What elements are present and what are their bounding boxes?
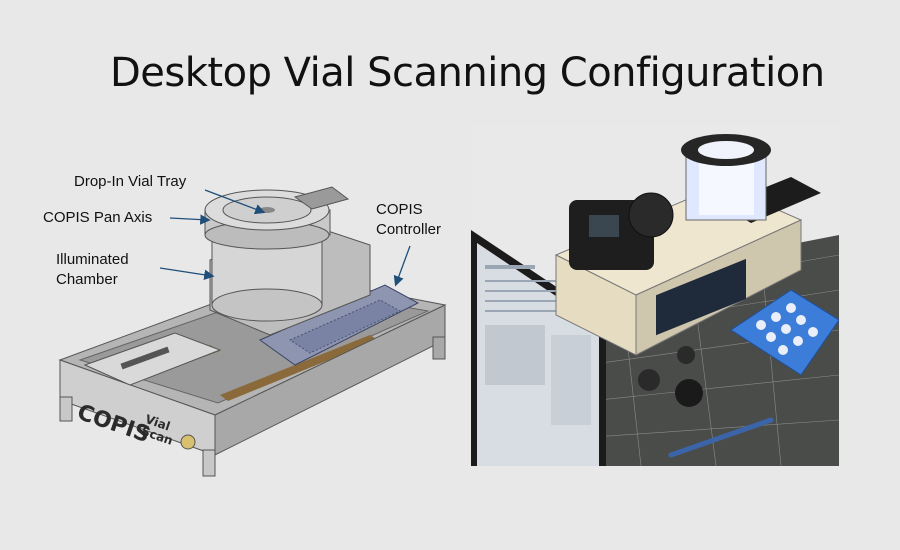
monitor-screen-content bbox=[485, 265, 591, 425]
base-leg bbox=[59, 396, 73, 422]
label-chamber-line2: Chamber bbox=[56, 271, 118, 288]
vial-rack-tubes bbox=[756, 303, 818, 355]
lens-cap bbox=[675, 379, 703, 407]
chamber-bottom bbox=[211, 288, 323, 322]
label-pan-axis: COPIS Pan Axis bbox=[43, 209, 153, 226]
wood-strip bbox=[220, 335, 378, 401]
mat-disc bbox=[638, 369, 660, 391]
mat-disc bbox=[677, 346, 695, 364]
label-chamber-line1: Illuminated bbox=[56, 251, 129, 268]
camera-lcd bbox=[589, 215, 619, 237]
base-leg bbox=[432, 336, 446, 360]
motor-bracket bbox=[293, 186, 350, 210]
vial-tray-center bbox=[259, 207, 275, 213]
label-vial-tray: Drop-In Vial Tray bbox=[74, 173, 187, 190]
ring-light-inner bbox=[698, 141, 754, 159]
camera-plate bbox=[83, 332, 222, 386]
slide-title: Desktop Vial Scanning Configuration bbox=[110, 50, 825, 96]
thumb-screw-icon bbox=[180, 434, 196, 450]
camera-slot bbox=[120, 346, 170, 370]
label-controller-line1: COPIS bbox=[376, 201, 423, 218]
electronics-strip bbox=[656, 258, 746, 336]
cad-render bbox=[58, 186, 447, 477]
label-controller: COPIS Controller bbox=[376, 200, 441, 240]
pen bbox=[668, 417, 774, 458]
camera-lens bbox=[628, 192, 674, 238]
label-controller-line2: Controller bbox=[376, 221, 442, 238]
controller-vent bbox=[288, 299, 402, 354]
label-illuminated-chamber: Illuminated Chamber bbox=[56, 250, 129, 290]
setup-photo bbox=[471, 125, 839, 466]
base-leg bbox=[202, 449, 216, 477]
